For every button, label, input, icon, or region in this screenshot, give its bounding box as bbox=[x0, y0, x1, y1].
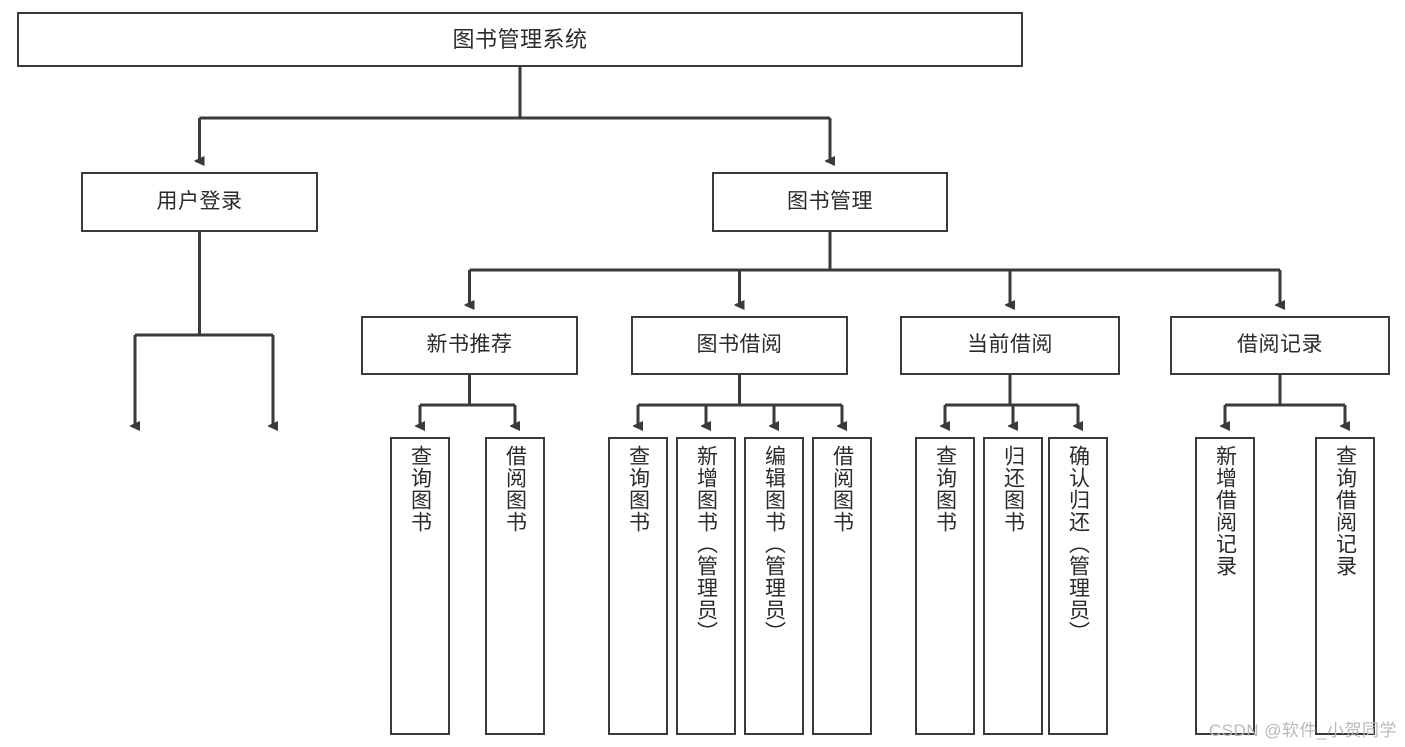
node-label: 借阅记录 bbox=[1237, 333, 1323, 357]
node-label: 查询图书 bbox=[626, 445, 650, 533]
node-new-book-recommend[interactable]: 新书推荐 bbox=[361, 316, 578, 375]
node-current-borrow[interactable]: 当前借阅 bbox=[900, 316, 1120, 375]
node-return-book[interactable]: 归还图书 bbox=[983, 437, 1043, 735]
node-label: 图书借阅 bbox=[696, 333, 783, 357]
node-label: 确认归还（管理员） bbox=[1066, 445, 1090, 643]
node-edit-book-admin[interactable]: 编辑图书（管理员） bbox=[744, 437, 804, 735]
node-label: 查询图书 bbox=[408, 445, 432, 533]
node-label: 用户登录 bbox=[156, 189, 243, 213]
node-label: 新增借阅记录 bbox=[1213, 445, 1237, 577]
node-user-login[interactable]: 用户登录 bbox=[81, 172, 318, 232]
node-label: 图书管理 bbox=[787, 189, 873, 213]
node-label: 借阅图书 bbox=[503, 445, 527, 533]
node-root[interactable]: 图书管理系统 bbox=[17, 12, 1023, 67]
node-query-book-3[interactable]: 查询图书 bbox=[915, 437, 975, 735]
node-confirm-return-admin[interactable]: 确认归还（管理员） bbox=[1048, 437, 1108, 735]
node-label: 查询借阅记录 bbox=[1333, 445, 1357, 577]
node-label: 编辑图书（管理员） bbox=[762, 445, 786, 643]
node-label: 图书管理系统 bbox=[452, 26, 588, 52]
node-borrow-record[interactable]: 借阅记录 bbox=[1170, 316, 1390, 375]
node-book-borrow[interactable]: 图书借阅 bbox=[631, 316, 848, 375]
node-borrow-book-2[interactable]: 借阅图书 bbox=[812, 437, 872, 735]
node-label: 查询图书 bbox=[933, 445, 957, 533]
node-label: 归还图书 bbox=[1001, 445, 1025, 533]
node-label: 借阅图书 bbox=[830, 445, 854, 533]
node-query-book-1[interactable]: 查询图书 bbox=[390, 437, 450, 735]
watermark: CSDN @软件_小贺同学 bbox=[1208, 721, 1397, 740]
node-label: 新增图书（管理员） bbox=[694, 445, 718, 643]
node-label: 新书推荐 bbox=[426, 333, 513, 357]
node-query-borrow-record[interactable]: 查询借阅记录 bbox=[1315, 437, 1375, 735]
node-add-borrow-record[interactable]: 新增借阅记录 bbox=[1195, 437, 1255, 735]
node-book-manage[interactable]: 图书管理 bbox=[712, 172, 948, 232]
node-add-book-admin[interactable]: 新增图书（管理员） bbox=[676, 437, 736, 735]
node-query-book-2[interactable]: 查询图书 bbox=[608, 437, 668, 735]
node-label: 当前借阅 bbox=[967, 333, 1053, 357]
node-borrow-book-1[interactable]: 借阅图书 bbox=[485, 437, 545, 735]
